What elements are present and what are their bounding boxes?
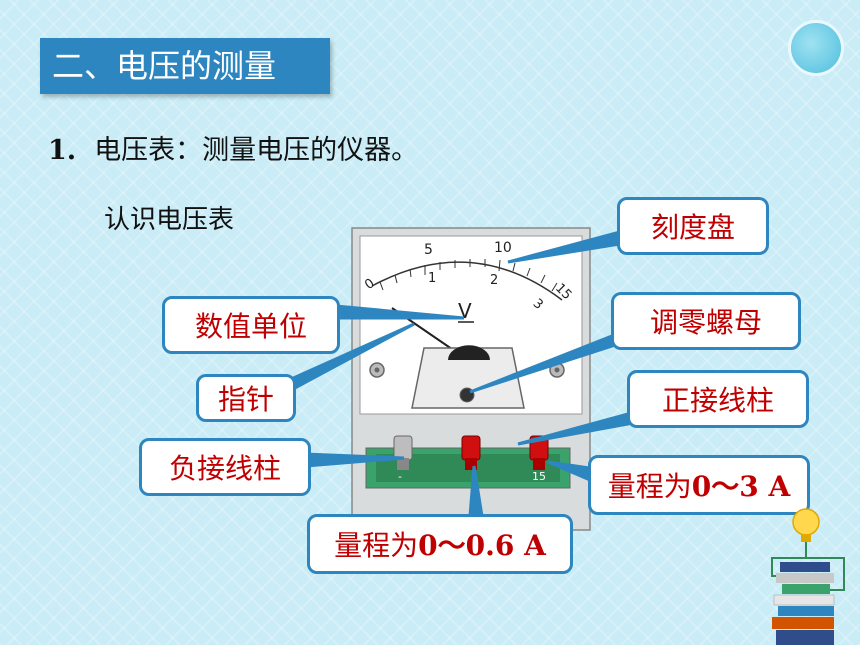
callout-unit: 数值单位 xyxy=(162,296,340,354)
books-lightbulb-decoration xyxy=(771,508,845,645)
book-6 xyxy=(772,617,834,629)
scale-lower-1: 1 xyxy=(428,271,436,286)
callout-dial: 刻度盘 xyxy=(617,197,769,255)
range-3-prefix: 量程为 xyxy=(607,470,692,503)
callout-positive-terminal: 正接线柱 xyxy=(627,370,809,428)
scale-upper-5: 5 xyxy=(424,242,433,258)
mechanism-window xyxy=(411,347,525,409)
lightbulb-icon xyxy=(792,508,820,536)
callout-zero-adjust: 调零螺母 xyxy=(611,292,801,350)
scale-ticks xyxy=(379,259,558,292)
subheading: 认识电压表 xyxy=(104,205,235,235)
heading-text: 电压表：测量电压的仪器。 xyxy=(94,135,419,166)
scale-arc xyxy=(371,261,563,301)
terminal-label-15: 15 xyxy=(532,470,546,483)
scale-upper-10: 10 xyxy=(494,240,512,256)
book-2 xyxy=(776,573,834,583)
section-title: 二、电压的测量 xyxy=(40,38,330,94)
terminal-label-minus: - xyxy=(398,470,402,483)
book-1 xyxy=(780,562,830,572)
terminal-negative xyxy=(393,435,413,470)
terminal-middle xyxy=(461,435,481,470)
book-3 xyxy=(782,584,830,594)
heading-number: 1. xyxy=(48,135,77,166)
range-06-value: 0～0.6 A xyxy=(418,529,546,562)
book-7 xyxy=(776,630,834,645)
scale-lower-2: 2 xyxy=(490,273,498,288)
callout-negative-terminal: 负接线柱 xyxy=(139,438,311,496)
book-4 xyxy=(773,594,835,606)
book-5 xyxy=(778,606,834,616)
heading: 1. 电压表：测量电压的仪器。 xyxy=(48,128,418,167)
planet-icon xyxy=(788,20,844,76)
range-06-prefix: 量程为 xyxy=(334,529,419,562)
callout-pointer: 指针 xyxy=(196,374,296,422)
range-3-value: 0～3 A xyxy=(691,470,791,503)
